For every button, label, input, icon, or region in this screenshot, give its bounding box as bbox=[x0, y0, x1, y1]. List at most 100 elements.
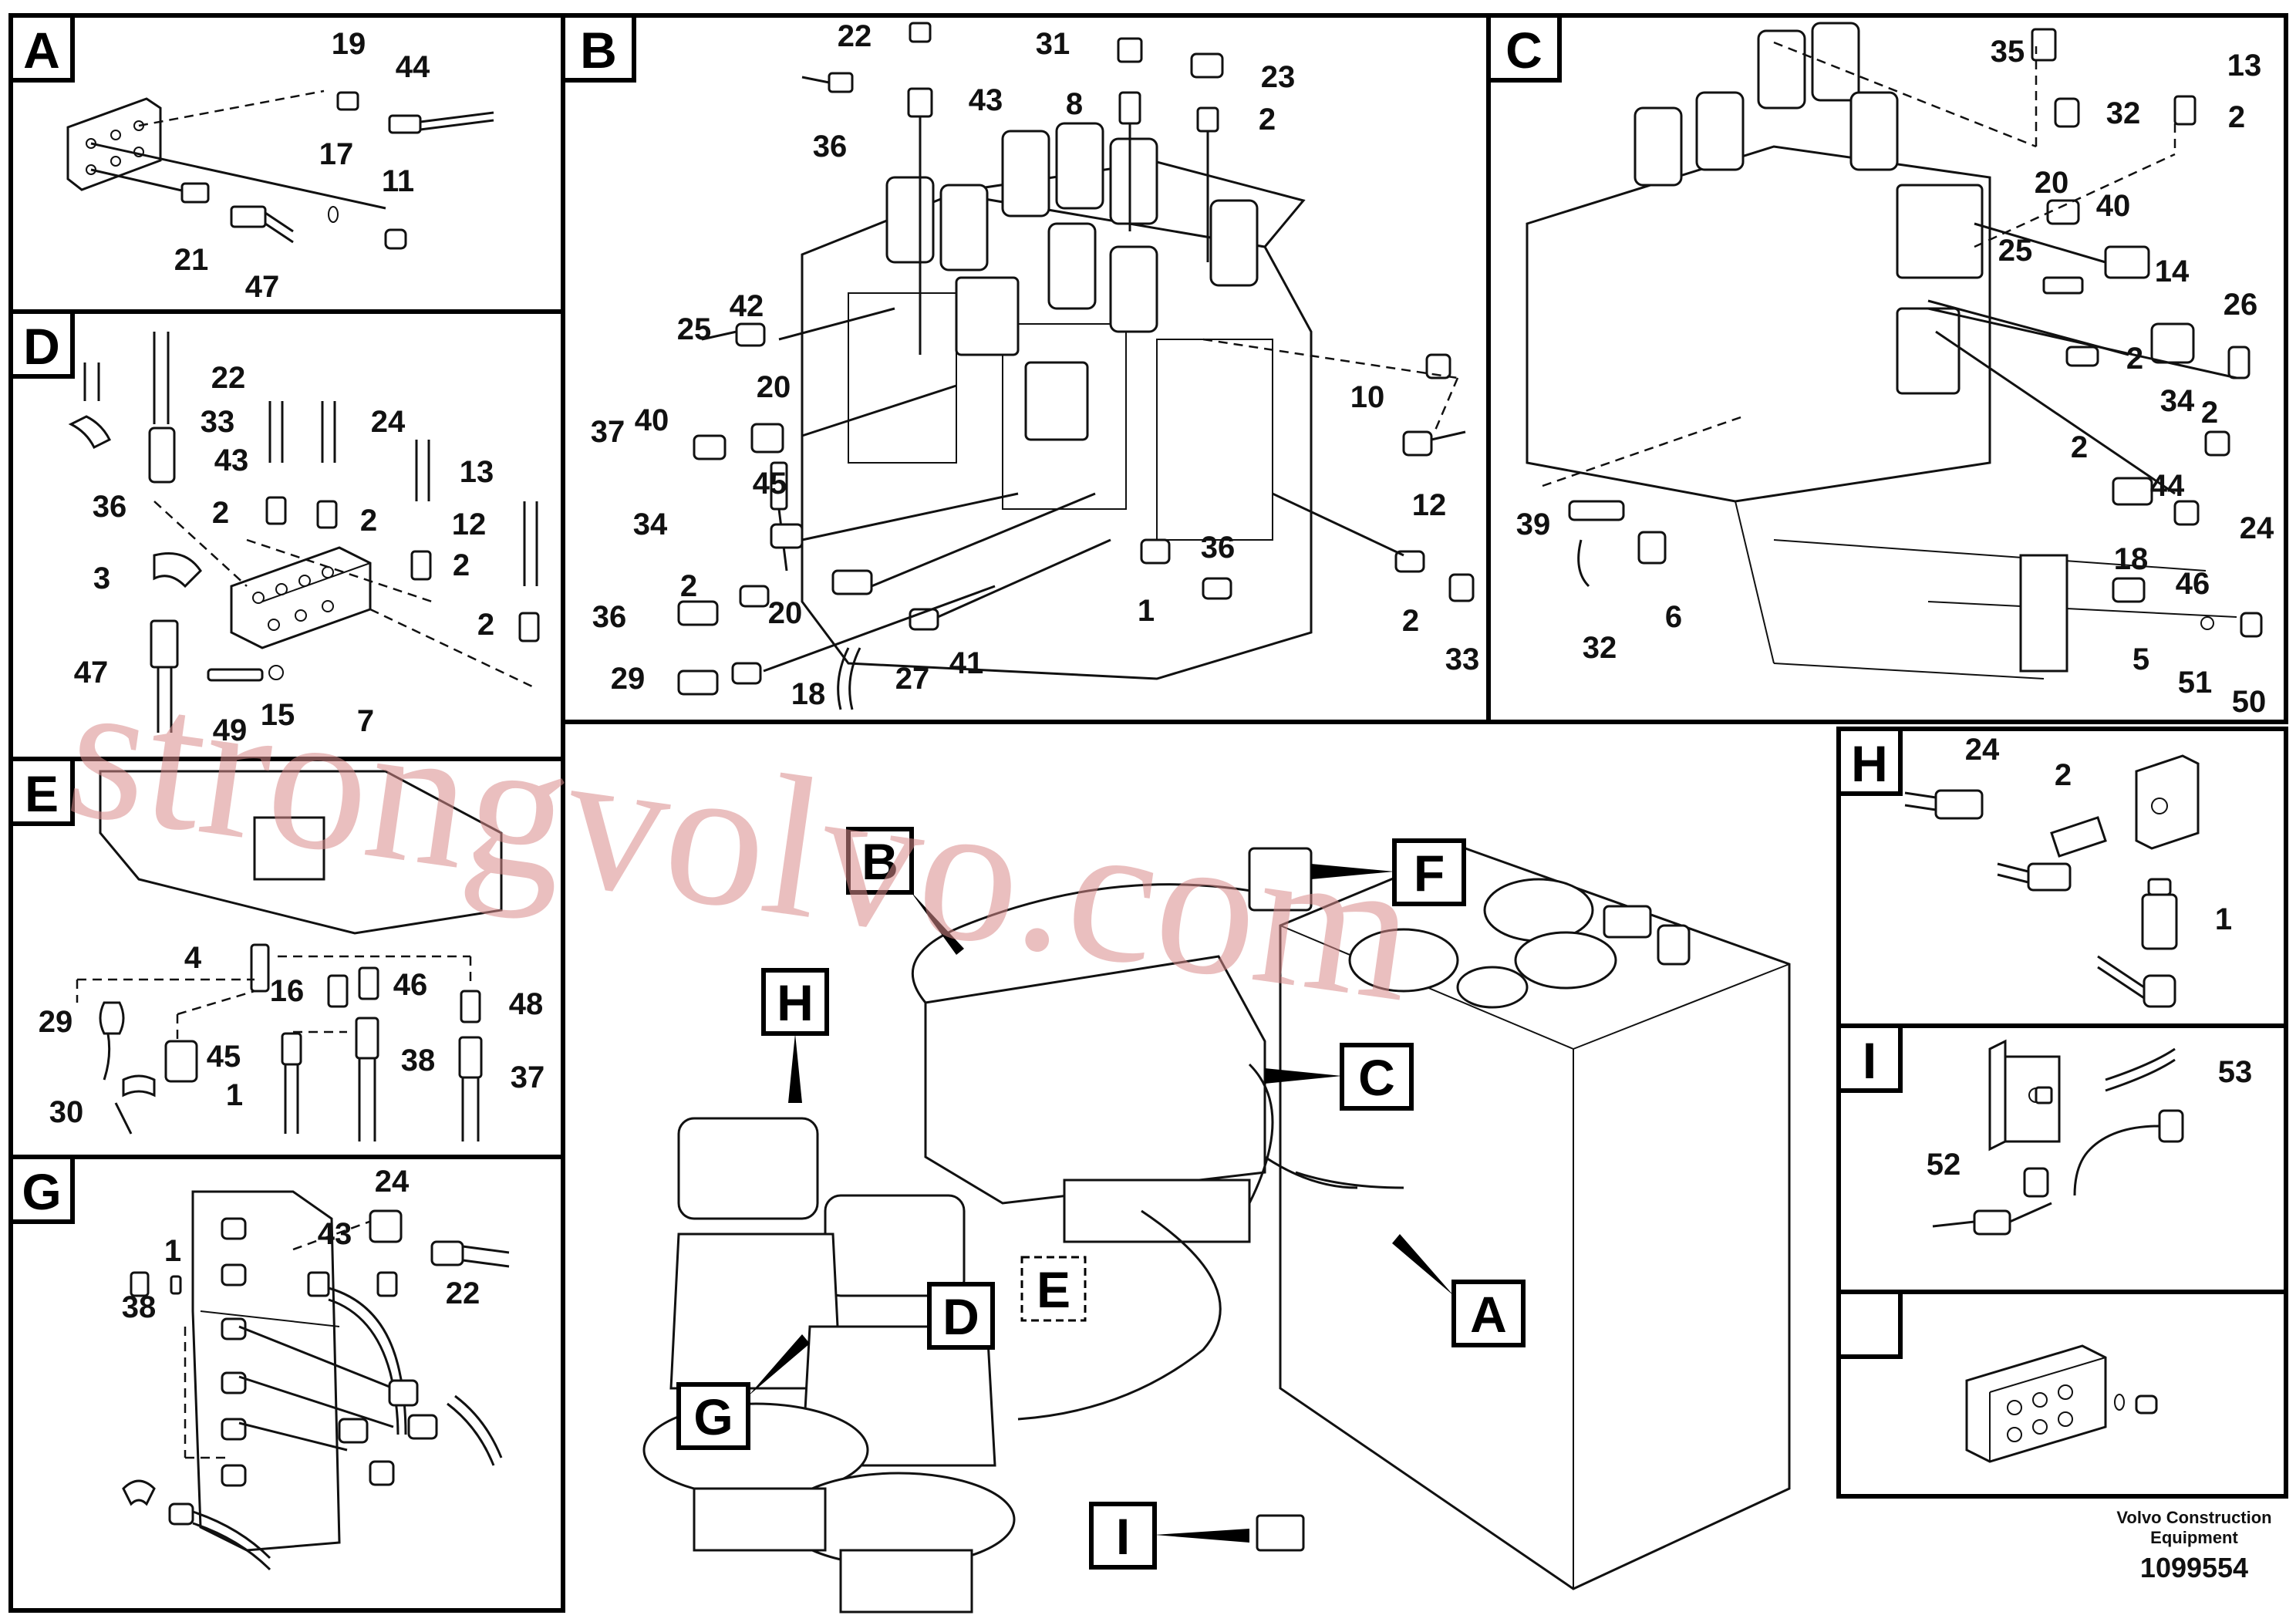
panel-e-tag: E bbox=[25, 765, 59, 822]
callout-label: 47 bbox=[74, 656, 109, 690]
callout-label: 24 bbox=[371, 405, 406, 439]
callout-label: 29 bbox=[611, 662, 646, 696]
callout-label: 40 bbox=[635, 403, 669, 437]
callout-label: 51 bbox=[2178, 666, 2213, 700]
callout-label: 38 bbox=[122, 1290, 157, 1324]
callout-label: 22 bbox=[838, 19, 872, 53]
overview-callouts: B F H C A D E G I bbox=[676, 827, 1526, 1570]
callout-label: 6 bbox=[1665, 600, 1682, 634]
callout-label: 48 bbox=[509, 987, 544, 1021]
callout-label: 36 bbox=[93, 490, 127, 524]
callout-label: 22 bbox=[211, 361, 246, 395]
overview-callout-e: E bbox=[1037, 1261, 1070, 1318]
callout-label: 44 bbox=[396, 50, 430, 84]
panel-c-tag: C bbox=[1505, 22, 1542, 79]
callout-label: 16 bbox=[270, 974, 305, 1008]
panel-h-callouts: 53 52 bbox=[1927, 1055, 2253, 1182]
callout-label: 43 bbox=[969, 83, 1003, 117]
panel-a: A 19 44 17 11 21 47 bbox=[8, 13, 565, 314]
panel-b: B bbox=[561, 13, 1491, 724]
panel-d-tag: D bbox=[23, 318, 60, 375]
panel-e-callouts: 4 16 46 48 29 45 30 1 38 37 bbox=[39, 941, 545, 1129]
callout-label: 2 bbox=[477, 608, 494, 642]
panel-d-callouts: 22 33 24 36 43 13 2 2 12 2 3 2 47 49 15 … bbox=[74, 361, 494, 747]
callout-label: 2 bbox=[2055, 758, 2072, 792]
callout-label: 47 bbox=[245, 270, 280, 304]
callout-label: 21 bbox=[174, 243, 209, 277]
panel-c-frame bbox=[1486, 13, 2288, 724]
callout-label: 52 bbox=[1927, 1148, 1961, 1182]
callout-label: 12 bbox=[452, 508, 487, 541]
callout-label: 1 bbox=[1138, 594, 1155, 628]
callout-label: 38 bbox=[401, 1044, 436, 1077]
panel-f-callouts: 24 1 43 38 22 bbox=[122, 1165, 480, 1324]
panel-c-tag-box bbox=[1486, 13, 1562, 83]
callout-label: 30 bbox=[49, 1095, 84, 1129]
overview-callout-f: F bbox=[1414, 845, 1445, 902]
panel-c-callouts: 35 13 32 2 20 40 25 14 26 2 2 34 2 44 24… bbox=[1516, 35, 2274, 719]
panel-b-tag-box bbox=[561, 13, 636, 83]
callout-label: 2 bbox=[1402, 604, 1419, 638]
panel-c: C bbox=[1486, 13, 2288, 724]
callout-label: 2 bbox=[2228, 100, 2245, 134]
panel-e: E 4 16 46 48 29 45 30 1 bbox=[8, 757, 565, 1159]
panel-f-frame bbox=[8, 1155, 565, 1613]
callout-label: 31 bbox=[1036, 27, 1070, 61]
callout-label: 2 bbox=[680, 569, 697, 603]
callout-label: 20 bbox=[757, 370, 791, 404]
overview-callout-b: B bbox=[861, 833, 899, 890]
callout-label: 19 bbox=[332, 27, 366, 61]
callout-label: 23 bbox=[1261, 60, 1296, 94]
callout-label: 50 bbox=[2232, 685, 2267, 719]
callout-label: 27 bbox=[895, 662, 930, 696]
callout-label: 34 bbox=[633, 508, 668, 541]
panel-h: I 53 52 bbox=[1836, 1023, 2288, 1294]
callout-label: 14 bbox=[2155, 255, 2190, 288]
callout-label: 13 bbox=[2227, 49, 2262, 83]
callout-label: 24 bbox=[375, 1165, 410, 1199]
callout-label: 24 bbox=[2240, 511, 2274, 545]
panel-i bbox=[1836, 1290, 2288, 1499]
footer: Volvo Construction Equipment 1099554 bbox=[2116, 1508, 2271, 1583]
callout-label: 18 bbox=[791, 677, 826, 711]
drawing-number: 1099554 bbox=[2140, 1552, 2248, 1583]
callout-label: 10 bbox=[1350, 380, 1385, 414]
callout-label: 2 bbox=[2071, 430, 2088, 464]
panel-i-tag-box bbox=[1836, 1290, 1903, 1359]
callout-label: 34 bbox=[2160, 384, 2195, 418]
panel-h-tag-box bbox=[1836, 1023, 1903, 1093]
callout-label: 15 bbox=[261, 698, 295, 732]
callout-label: 42 bbox=[730, 289, 764, 323]
callout-label: 33 bbox=[201, 405, 235, 439]
panel-g-tag: H bbox=[1851, 735, 1888, 792]
callout-label: 12 bbox=[1412, 488, 1447, 522]
callout-label: 35 bbox=[1991, 35, 2025, 69]
callout-label: 37 bbox=[591, 415, 625, 449]
callout-label: 7 bbox=[357, 704, 374, 738]
footer-company-line1: Volvo Construction bbox=[2116, 1508, 2271, 1527]
callout-label: 45 bbox=[207, 1040, 241, 1074]
callout-label: 39 bbox=[1516, 508, 1551, 541]
panel-f-tag: G bbox=[22, 1163, 61, 1220]
panel-a-tag-box bbox=[8, 13, 75, 83]
overview-drawing: B F H C A D E G I bbox=[642, 827, 1791, 1614]
panel-g-tag-box bbox=[1836, 727, 1903, 796]
panel-h-tag: I bbox=[1863, 1032, 1876, 1089]
callout-label: 26 bbox=[2224, 288, 2258, 322]
callout-label: 29 bbox=[39, 1005, 73, 1039]
callout-label: 2 bbox=[2126, 342, 2143, 376]
callout-label: 11 bbox=[382, 164, 414, 198]
overview-callout-c: C bbox=[1358, 1049, 1395, 1106]
panel-g-callouts: 24 2 1 bbox=[1965, 733, 2232, 936]
panel-b-callouts: 22 31 23 43 8 2 36 25 42 10 37 40 20 45 … bbox=[591, 19, 1480, 711]
callout-label: 25 bbox=[677, 312, 712, 346]
callout-label: 1 bbox=[2215, 902, 2232, 936]
callout-label: 37 bbox=[511, 1061, 545, 1094]
callout-label: 43 bbox=[318, 1217, 352, 1251]
panel-a-callouts: 19 44 17 11 21 47 bbox=[174, 27, 430, 304]
callout-label: 32 bbox=[2106, 96, 2141, 130]
panel-a-tag: A bbox=[23, 22, 60, 79]
callout-label: 2 bbox=[360, 504, 377, 538]
panel-f-tag-box bbox=[8, 1155, 75, 1224]
